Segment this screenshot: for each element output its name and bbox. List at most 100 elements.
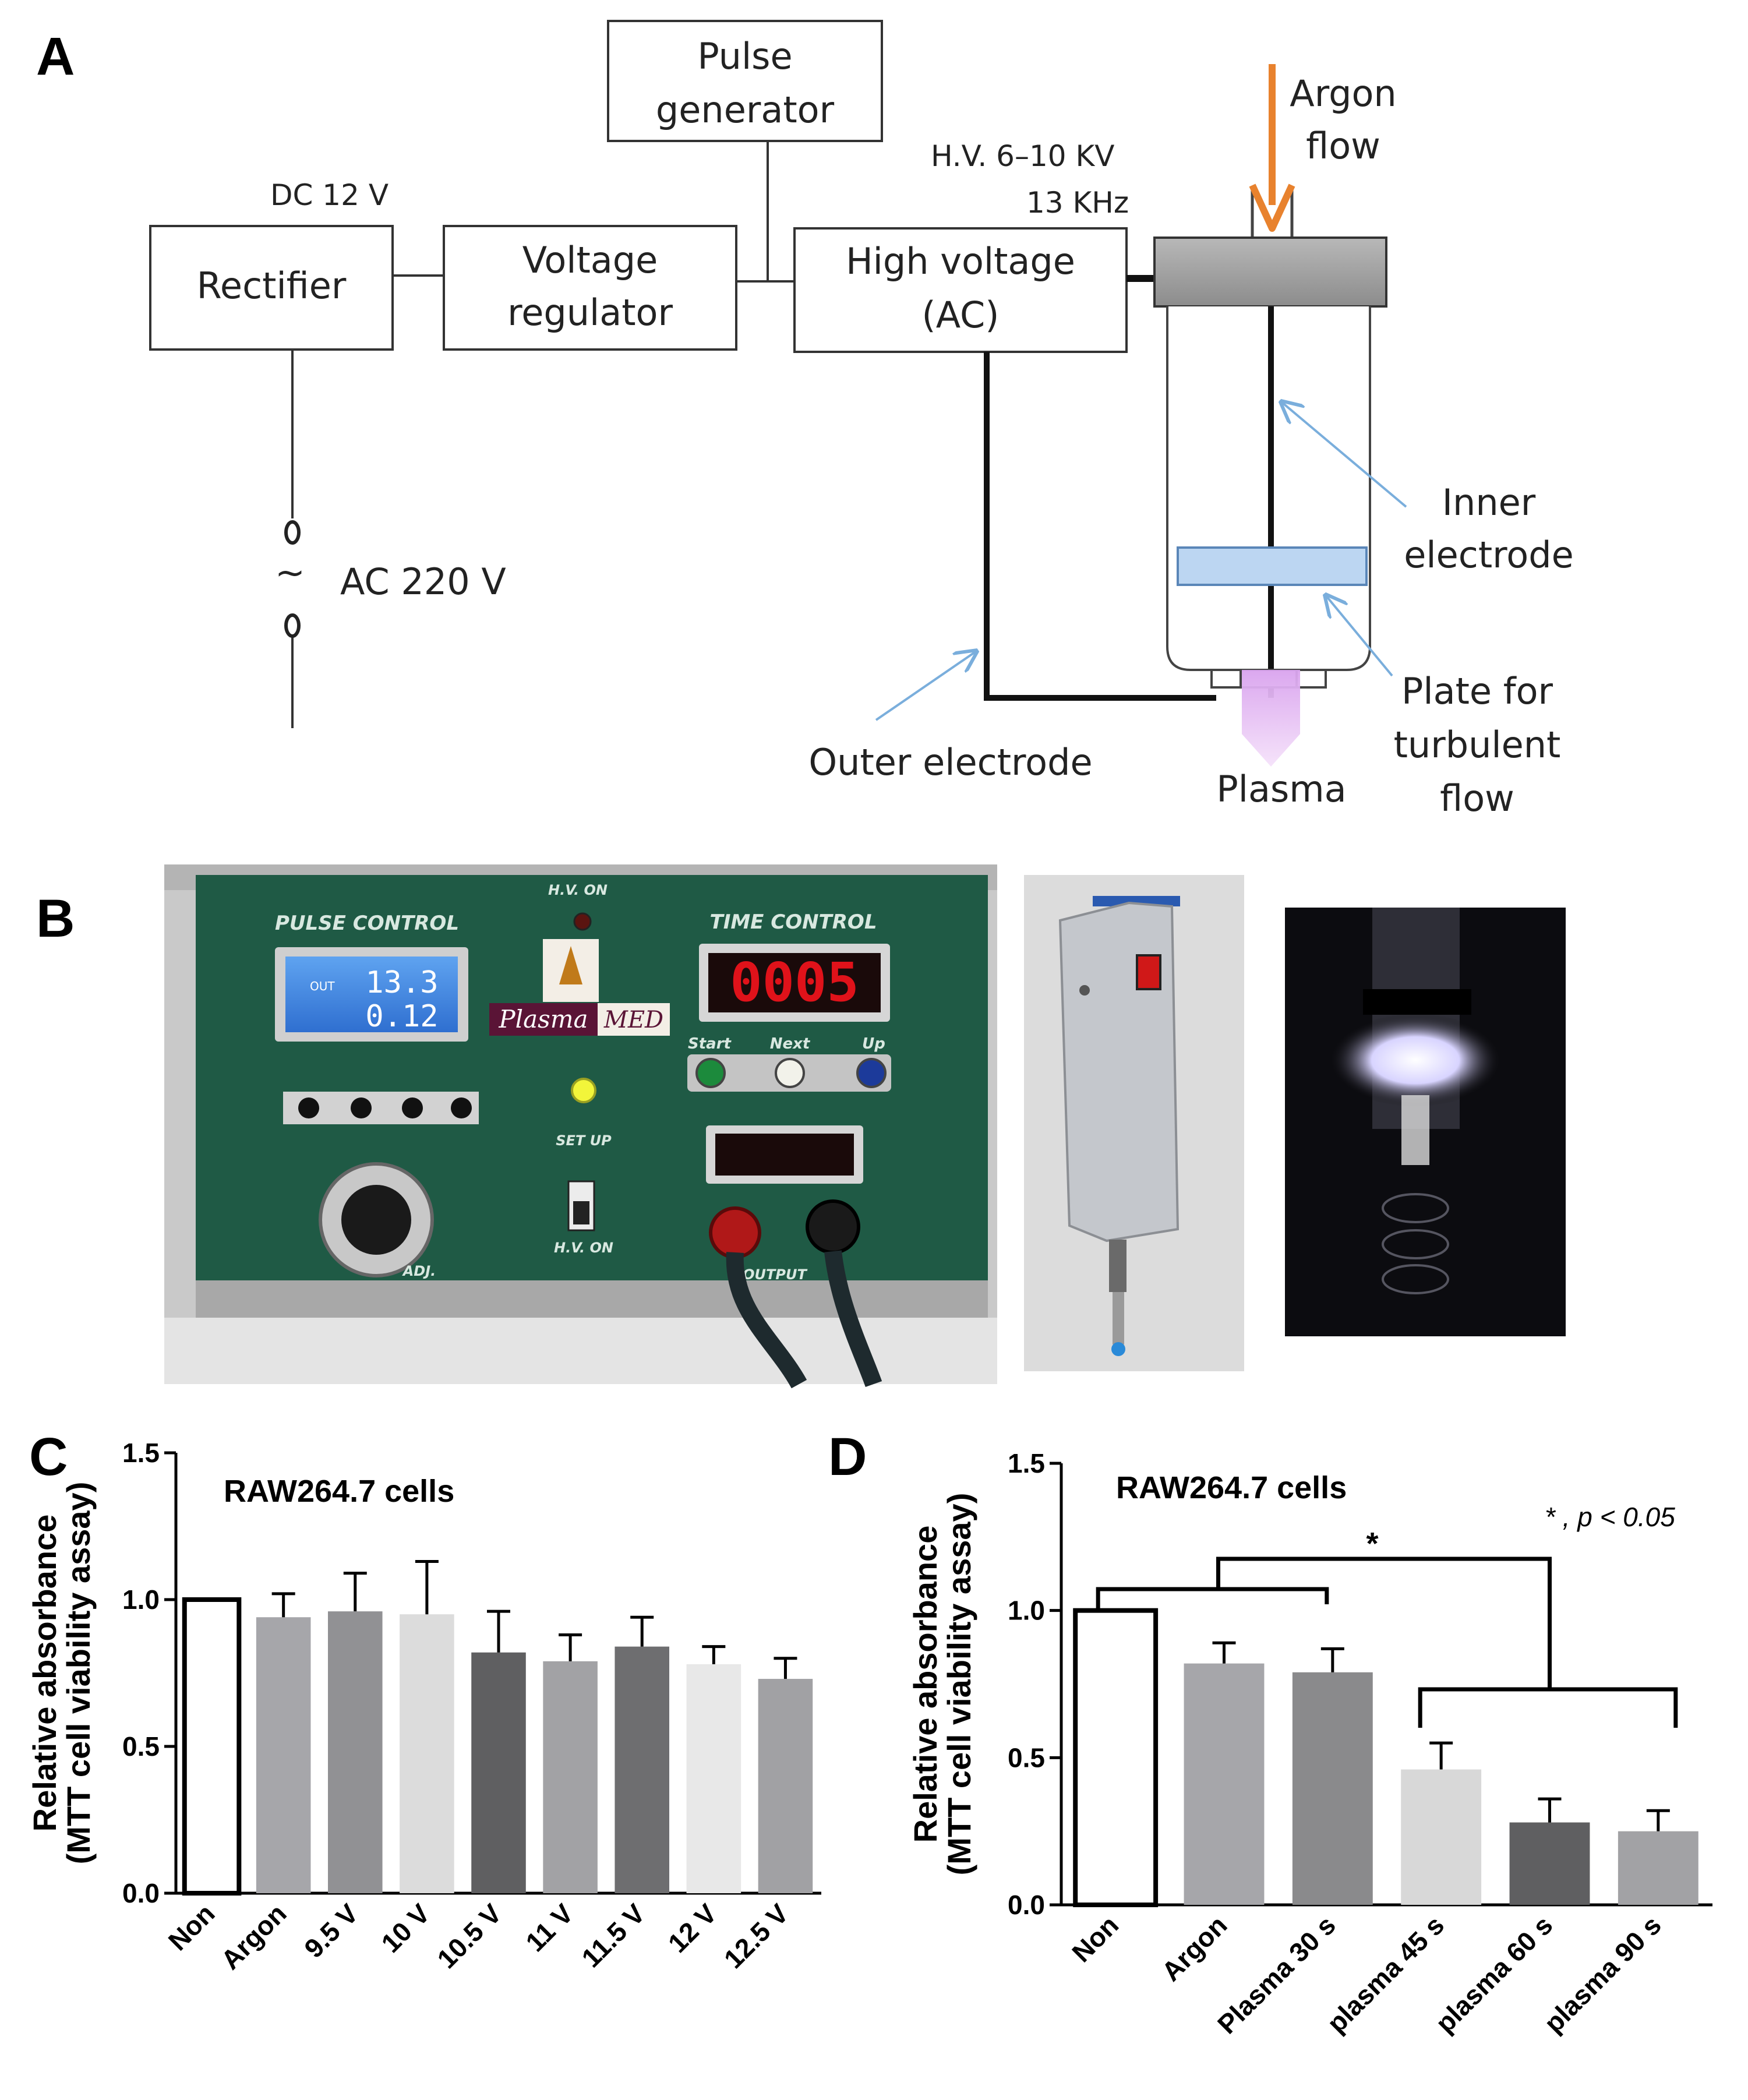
timer-value: 0005 xyxy=(730,951,859,1014)
hv-on-bottom-label: H.V. ON xyxy=(554,1240,613,1256)
y-axis-label-line2: (MTT cell viability assay) xyxy=(60,1482,97,1865)
bar-9-5-v xyxy=(327,1611,383,1893)
hv-label-1: High voltage xyxy=(846,240,1075,283)
category-label: 10 V xyxy=(375,1898,436,1958)
up-button xyxy=(856,1058,887,1088)
category-label: Non xyxy=(1066,1910,1124,1968)
time-control-label: TIME CONTROL xyxy=(710,910,877,934)
black-terminal xyxy=(806,1199,860,1254)
handheld-body xyxy=(1058,901,1180,1243)
category-label: plasma 90 s xyxy=(1538,1910,1667,2038)
y-tick-label: 1.5 xyxy=(1008,1448,1045,1478)
next-button xyxy=(775,1058,805,1088)
plasma-jet-photo xyxy=(1285,908,1566,1336)
panel-letter-a: A xyxy=(36,27,75,86)
outer-electrode-pointer xyxy=(875,651,976,721)
next-label: Next xyxy=(770,1035,811,1053)
pulse-generator-box xyxy=(607,20,883,142)
pulse-label-2: generator xyxy=(656,89,835,131)
pulse-control-label: PULSE CONTROL xyxy=(275,912,459,935)
timer-display xyxy=(708,953,881,1012)
panel-letter-c: C xyxy=(29,1427,68,1487)
chart-title: RAW264.7 cells xyxy=(1116,1470,1347,1505)
bar-11-v xyxy=(543,1661,598,1893)
high-voltage-box xyxy=(793,227,1128,353)
pulse-label-1: Pulse xyxy=(697,35,792,77)
red-cable xyxy=(726,1252,807,1389)
regulator-label-2: regulator xyxy=(507,291,673,334)
panel-letter-b: B xyxy=(36,889,75,948)
argon-label-2: flow xyxy=(1306,125,1380,167)
lcd-bottom-value: 0.12 xyxy=(365,999,438,1034)
brand-plasma-text: Plasma xyxy=(498,1005,588,1033)
handheld-device-photo xyxy=(1024,875,1244,1371)
rectifier-box xyxy=(149,225,394,351)
output-label: OUTPUT xyxy=(743,1266,807,1283)
rectifier-label: Rectifier xyxy=(197,264,347,307)
category-label: 9.5 V xyxy=(298,1898,364,1964)
ac-terminal-bottom xyxy=(284,613,301,638)
dc-12-label: DC 12 V xyxy=(270,178,389,212)
setup-led xyxy=(571,1078,596,1103)
significance-note: * , p < 0.05 xyxy=(1545,1502,1675,1532)
bar-11-5-v xyxy=(615,1646,670,1893)
ac-terminal-top xyxy=(284,520,301,545)
hv-indicator-led xyxy=(573,912,592,931)
bar-plasma-45-s xyxy=(1401,1769,1482,1905)
bar-non xyxy=(1073,1608,1159,1908)
bar-argon xyxy=(256,1617,311,1893)
bar-plasma-90-s xyxy=(1618,1831,1698,1905)
outer-electrode-wire xyxy=(984,352,1216,701)
category-label: 12 V xyxy=(662,1898,723,1958)
start-label: Start xyxy=(688,1035,732,1053)
regulator-label-1: Voltage xyxy=(522,239,658,281)
panel-a: A Rectifier Voltage regulator Pulse gene… xyxy=(36,20,1574,820)
inner-label-2: electrode xyxy=(1404,534,1573,576)
plasma-glow xyxy=(1328,1014,1503,1107)
adjust-label: ADJ. xyxy=(402,1263,436,1279)
category-label: plasma 45 s xyxy=(1321,1910,1450,2038)
category-label: Non xyxy=(163,1898,221,1956)
y-tick-label: 0.0 xyxy=(122,1878,160,1908)
inner-electrode-pointer xyxy=(1281,402,1407,508)
bar-plasma-60-s xyxy=(1509,1822,1590,1905)
bar-10-5-v xyxy=(471,1652,526,1893)
bracket-connector xyxy=(1216,1557,1552,1689)
bar-12-5-v xyxy=(758,1679,813,1893)
panel-b: B PULSE CONTROL TIME CONTROL H.V. ON OUT… xyxy=(36,864,1566,1389)
bar-argon xyxy=(1184,1663,1265,1905)
category-label: 11.5 V xyxy=(575,1898,651,1973)
hv-spec-label-1: H.V. 6–10 KV xyxy=(931,139,1114,173)
outer-electrode-label: Outer electrode xyxy=(808,741,1092,783)
plate-label-2: turbulent xyxy=(1394,723,1561,766)
brand-right-plate xyxy=(598,1003,670,1036)
y-axis-label-line1: Relative absorbance xyxy=(907,1526,944,1843)
y-tick-label: 0.5 xyxy=(1008,1742,1045,1773)
bar-10-v xyxy=(400,1614,454,1893)
chart-title: RAW264.7 cells xyxy=(224,1474,454,1509)
bracket-plasma-group xyxy=(1418,1687,1678,1728)
hv-spec-label-2: 13 KHz xyxy=(1026,186,1129,220)
start-button xyxy=(695,1058,726,1088)
significance-star: * xyxy=(1366,1526,1378,1561)
plate-pointer xyxy=(1326,595,1393,677)
ac-symbol: ~ xyxy=(275,551,305,594)
y-tick-label: 1.0 xyxy=(122,1584,160,1615)
argon-arrow-head xyxy=(1249,183,1295,232)
plate-label-3: flow xyxy=(1440,777,1514,820)
category-label: Argon xyxy=(1156,1910,1233,1987)
handheld-switch xyxy=(1136,954,1161,990)
category-label: plasma 60 s xyxy=(1429,1910,1558,2038)
brand-med-text: MED xyxy=(603,1007,663,1033)
black-cable xyxy=(824,1250,882,1388)
y-axis-label-line2: (MTT cell viability assay) xyxy=(941,1493,977,1876)
y-tick-label: 1.0 xyxy=(1008,1596,1045,1626)
control-unit-photo: PULSE CONTROL TIME CONTROL H.V. ON OUT 1… xyxy=(164,864,997,1389)
category-label: Plasma 30 s xyxy=(1212,1910,1341,2039)
plate-label-1: Plate for xyxy=(1401,670,1553,712)
bar-12-v xyxy=(686,1664,741,1893)
category-label: 11 V xyxy=(520,1898,579,1957)
bar-plasma-30-s xyxy=(1292,1672,1373,1905)
